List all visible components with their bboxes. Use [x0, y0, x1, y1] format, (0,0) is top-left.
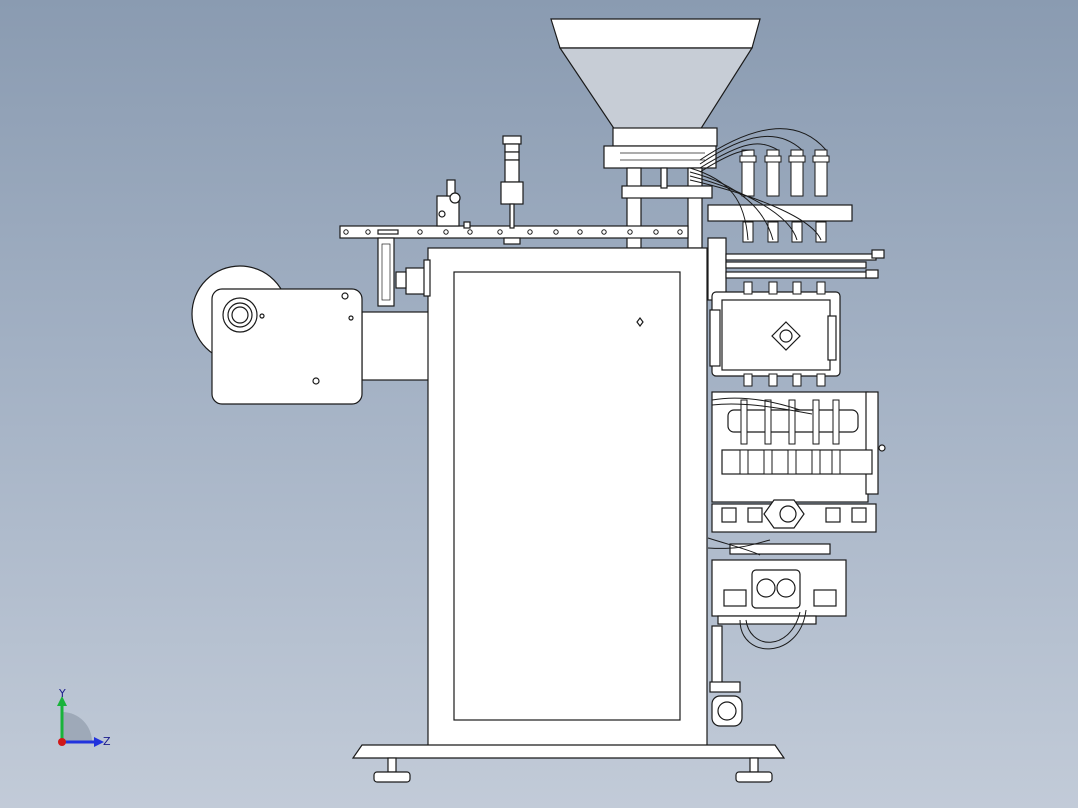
beam-hole [653, 229, 659, 235]
base-frame [351, 744, 786, 783]
beam-hole [527, 229, 533, 235]
main-cabinet [423, 247, 708, 747]
cutter-disc [764, 399, 772, 445]
beam-hole [343, 229, 349, 235]
cylinder-collar [739, 155, 757, 163]
clamp-bracket [436, 179, 471, 229]
beam-hole [627, 229, 633, 235]
cylinder-collar [812, 155, 830, 163]
roller-segment [739, 449, 749, 475]
beam-hole [417, 229, 423, 235]
signal-tower [500, 135, 524, 245]
hopper [550, 18, 761, 169]
cylinder-collar [788, 155, 806, 163]
beam-hole [467, 229, 473, 235]
beam-hole [577, 229, 583, 235]
discharge-chute [709, 625, 743, 727]
beam-hole [601, 229, 607, 235]
beam-hole [365, 229, 371, 235]
roller-segment [763, 449, 773, 475]
cylinder-nozzle [767, 221, 779, 243]
cylinder-nozzle [791, 221, 803, 243]
beam-hole [677, 229, 683, 235]
cutter-shaft [711, 391, 886, 503]
sealer-stud [743, 281, 753, 295]
cylinder-nozzle [742, 221, 754, 243]
cutter-disc [740, 399, 748, 445]
dosing-cylinders [689, 128, 853, 243]
axis-triad: Y Z [57, 687, 111, 748]
cutter-disc [812, 399, 820, 445]
sealer-stud [743, 373, 753, 387]
top-beam [339, 225, 689, 239]
roller-segment [787, 449, 797, 475]
horizontal-sealer [709, 281, 841, 387]
roller-segment [811, 449, 821, 475]
sealer-stud [792, 281, 802, 295]
pull-roller-unit [711, 559, 847, 650]
sealer-stud [816, 281, 826, 295]
y-axis-label: Y [58, 687, 66, 700]
sealer-stud [768, 373, 778, 387]
cutter-disc [788, 399, 796, 445]
film-roll-unit [191, 265, 431, 405]
beam-hole [553, 229, 559, 235]
cutter-disc [832, 399, 840, 445]
sealer-stud [768, 281, 778, 295]
sealer-stud [792, 373, 802, 387]
beam-hole [443, 229, 449, 235]
film-roller-post [377, 237, 395, 307]
roller-segment [831, 449, 841, 475]
sealer-stud [816, 373, 826, 387]
z-axis-label: Z [103, 735, 111, 748]
beam-hole [497, 229, 503, 235]
bottom-gearbox [707, 499, 877, 556]
cylinder-collar [764, 155, 782, 163]
guide-rails [707, 237, 885, 301]
